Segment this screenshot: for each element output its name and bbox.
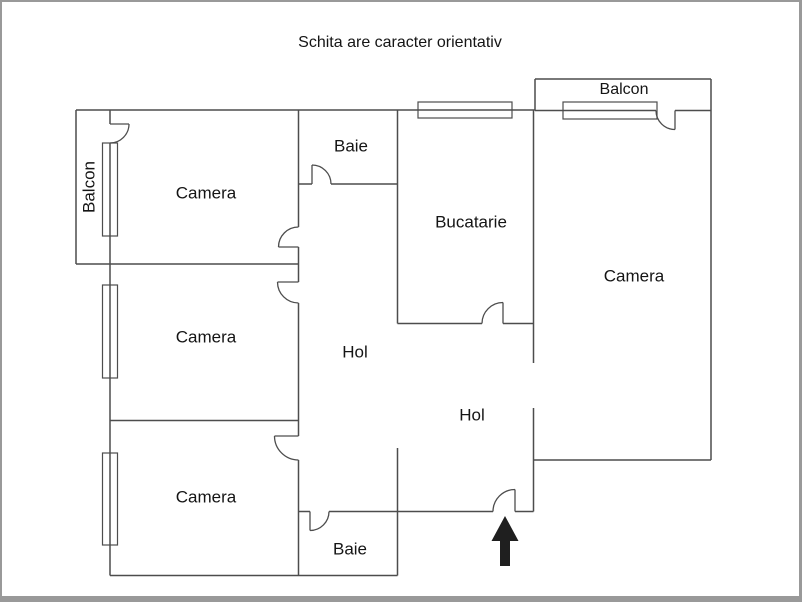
entrance-arrow-icon bbox=[491, 516, 519, 566]
room-label-bucatarie: Bucatarie bbox=[435, 212, 507, 232]
room-label-hol-upper: Hol bbox=[342, 342, 368, 362]
room-label-camera-bottom-left: Camera bbox=[175, 487, 237, 507]
door-camera-top-left bbox=[277, 226, 299, 248]
window-camera-bottom-left bbox=[101, 452, 119, 546]
room-label-balcon-left: Balcon bbox=[79, 161, 99, 213]
door-balcony-right bbox=[655, 110, 676, 131]
room-label-baie-bottom: Baie bbox=[332, 539, 368, 559]
door-camera-bottom-left bbox=[273, 435, 299, 461]
room-label-hol-lower: Hol bbox=[459, 405, 485, 425]
room-label-camera-right: Camera bbox=[603, 266, 665, 286]
page-title: Schita are caracter orientativ bbox=[298, 34, 502, 51]
doors bbox=[109, 110, 676, 532]
door-balcony-left bbox=[109, 123, 130, 144]
window-balcony-right bbox=[562, 101, 658, 120]
window-camera-top-left bbox=[101, 142, 119, 237]
walls bbox=[75, 78, 712, 577]
door-entrance bbox=[492, 488, 516, 512]
window-bucatarie bbox=[417, 101, 513, 119]
window-camera-middle-left bbox=[101, 284, 119, 379]
room-label-baie-top: Baie bbox=[333, 136, 369, 156]
room-label-camera-middle-left: Camera bbox=[175, 327, 237, 347]
exterior-and-interior-walls bbox=[75, 78, 712, 577]
door-baie-bottom bbox=[309, 511, 330, 532]
door-baie-top bbox=[311, 164, 332, 185]
door-bucatarie bbox=[481, 301, 504, 324]
windows bbox=[101, 101, 658, 546]
door-camera-middle-left bbox=[276, 281, 299, 304]
room-label-camera-top-left: Camera bbox=[175, 183, 237, 203]
room-label-balcon-top-right: Balcon bbox=[599, 81, 649, 98]
